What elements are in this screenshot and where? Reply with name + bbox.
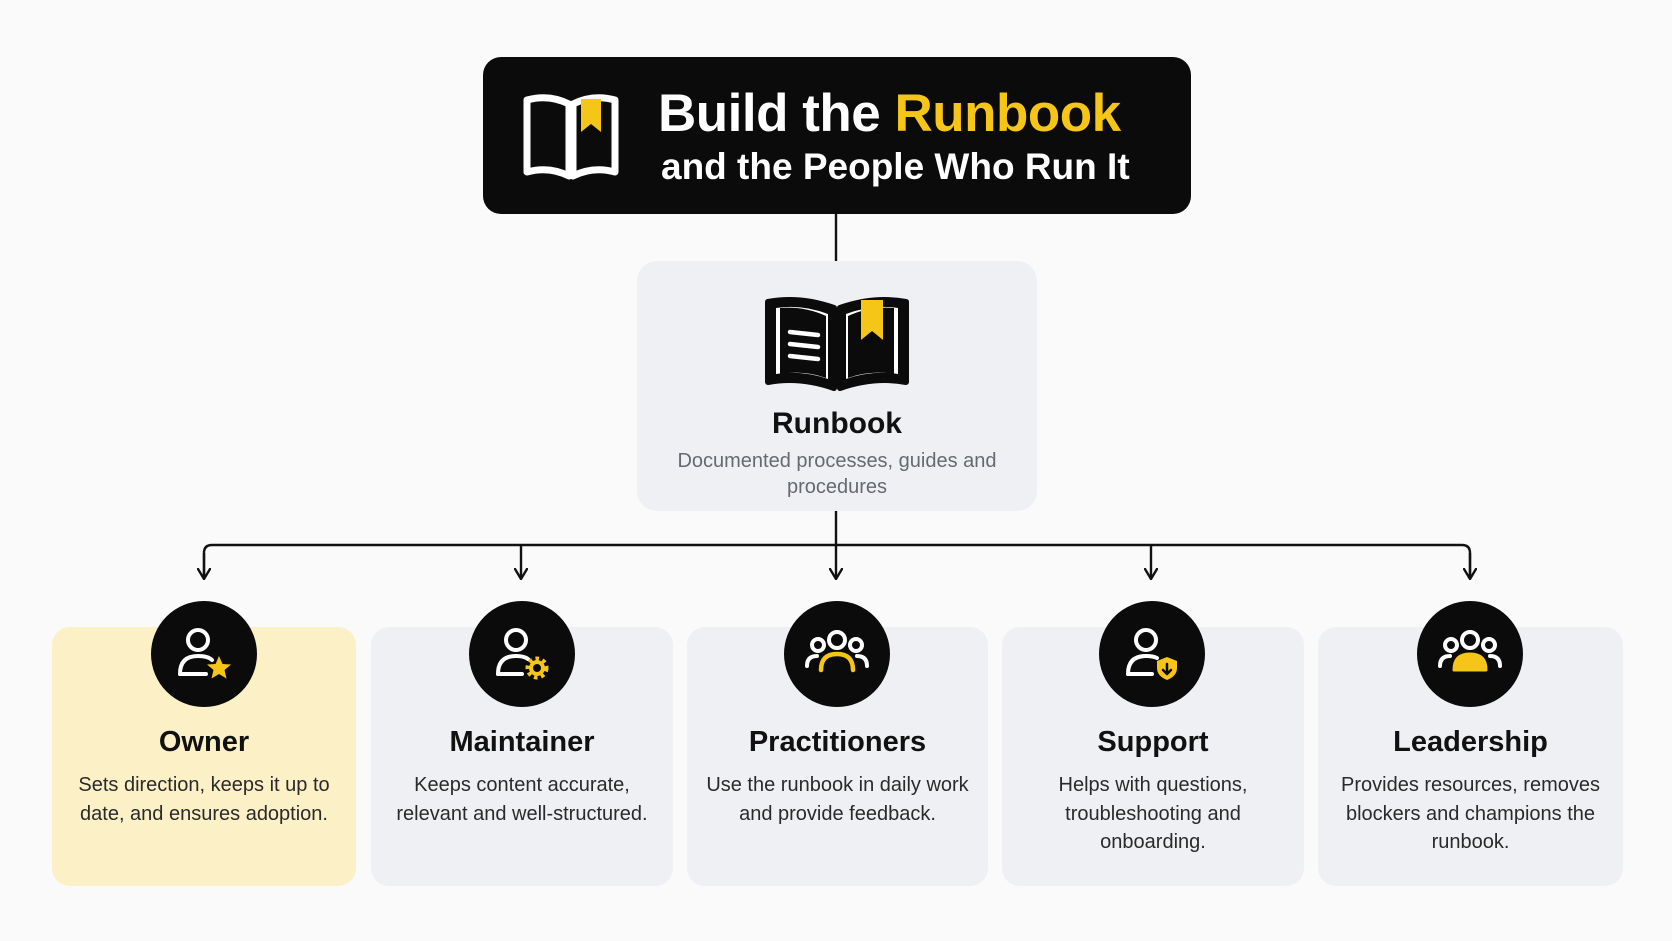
maintainer-description: Keeps content accurate, relevant and wel… bbox=[396, 774, 648, 825]
header-subtitle: and the People Who Run It bbox=[661, 146, 1130, 187]
user-gear-icon bbox=[469, 601, 575, 707]
header-title: Build the Runbook bbox=[658, 83, 1121, 144]
support-title: Support bbox=[1097, 726, 1209, 758]
runbook-description: Documented processes, guides and procedu… bbox=[677, 450, 997, 498]
practitioners-card: Practitioners Use the runbook in daily w… bbox=[687, 627, 988, 886]
user-star-icon bbox=[151, 601, 257, 707]
group-leader-icon bbox=[1417, 601, 1523, 707]
runbook-title: Runbook bbox=[772, 407, 902, 440]
group-icon bbox=[784, 601, 890, 707]
maintainer-card: Maintainer Keeps content accurate, relev… bbox=[371, 627, 673, 886]
maintainer-title: Maintainer bbox=[449, 726, 595, 758]
support-description: Helps with questions, troubleshooting an… bbox=[1058, 774, 1248, 853]
owner-title: Owner bbox=[158, 726, 250, 758]
open-book-icon bbox=[760, 294, 914, 399]
practitioners-description: Use the runbook in daily work and provid… bbox=[706, 774, 969, 825]
header-banner: Build the Runbook and the People Who Run… bbox=[483, 57, 1191, 214]
runbook-card: Runbook Documented processes, guides and… bbox=[637, 261, 1037, 511]
title-accent: Runbook bbox=[894, 84, 1121, 143]
title-lead: Build the bbox=[658, 84, 895, 143]
leadership-title: Leadership bbox=[1393, 726, 1548, 758]
user-shield-icon bbox=[1099, 601, 1205, 707]
open-book-bookmark-icon bbox=[521, 90, 621, 187]
owner-description: Sets direction, keeps it up to date, and… bbox=[78, 774, 330, 825]
leadership-description: Provides resources, removes blockers and… bbox=[1341, 774, 1600, 853]
practitioners-title: Practitioners bbox=[748, 726, 927, 758]
